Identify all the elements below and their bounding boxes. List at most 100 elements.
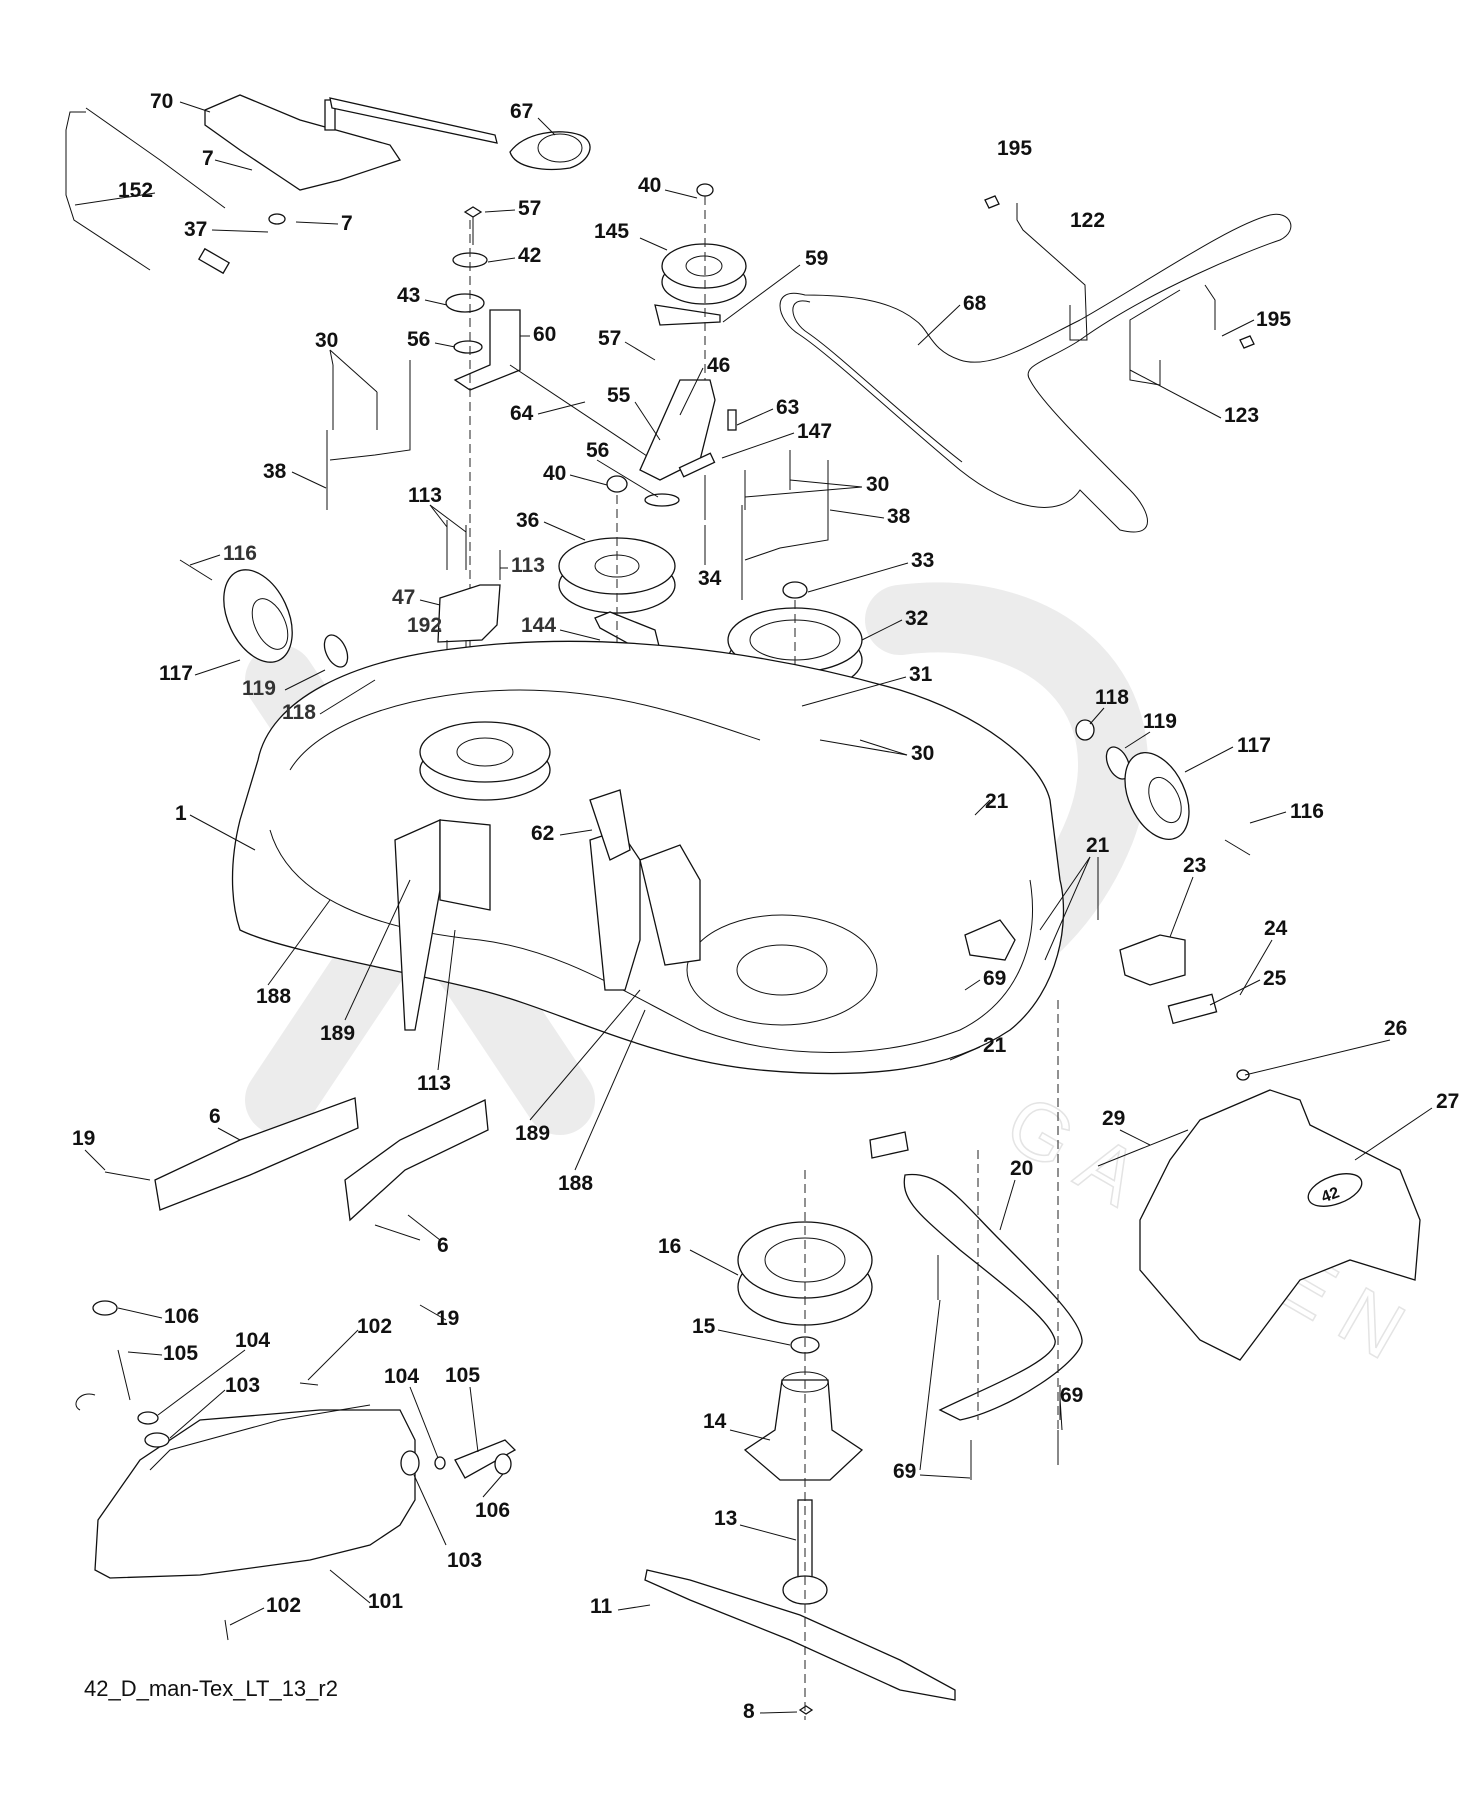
- part-label-31: 31: [909, 663, 933, 686]
- part-label-38: 38: [887, 505, 911, 528]
- part-label-63: 63: [776, 396, 799, 419]
- part-label-145: 145: [594, 220, 629, 243]
- part-label-38: 38: [263, 460, 287, 483]
- mulch-cover-101: [94, 1409, 416, 1579]
- part-label-25: 25: [1263, 967, 1287, 990]
- part-label-59: 59: [805, 247, 828, 270]
- part-label-30: 30: [866, 473, 889, 496]
- part-label-105: 105: [445, 1364, 480, 1387]
- part-label-104: 104: [235, 1329, 270, 1352]
- bolt-116-b: [1224, 839, 1251, 856]
- part-label-102: 102: [357, 1315, 392, 1338]
- screw-102-a: [299, 1382, 319, 1386]
- spindle-housing-14: [743, 1379, 864, 1481]
- washer-37: [268, 213, 286, 225]
- cable-spring: [197, 247, 231, 275]
- part-label-189: 189: [320, 1022, 355, 1045]
- part-label-195: 195: [1256, 308, 1291, 331]
- part-label-42: 42: [518, 244, 541, 267]
- part-label-21: 21: [1086, 834, 1110, 857]
- part-label-68: 68: [963, 292, 987, 315]
- part-label-19: 19: [72, 1127, 95, 1150]
- bracket-63: [727, 409, 737, 431]
- part-label-21: 21: [983, 1034, 1007, 1057]
- bracket-70: [204, 94, 402, 191]
- part-label-113: 113: [417, 1072, 451, 1095]
- nut-118-b: [1075, 719, 1095, 741]
- idler-pulley-36: [558, 475, 680, 1000]
- part-label-1: 1: [175, 802, 187, 825]
- part-label-16: 16: [658, 1235, 681, 1258]
- part-label-117: 117: [159, 662, 193, 685]
- part-label-19: 19: [436, 1307, 459, 1330]
- belt-guard-59: [654, 304, 721, 326]
- part-label-113: 113: [511, 554, 545, 577]
- part-label-57: 57: [518, 197, 541, 220]
- deck-support-brackets: [104, 1097, 489, 1241]
- part-label-70: 70: [150, 90, 173, 113]
- bracket-23: [1119, 934, 1186, 986]
- part-label-20: 20: [1010, 1157, 1033, 1180]
- screw-57: [463, 206, 483, 218]
- washer-26: [1236, 1069, 1250, 1081]
- part-label-13: 13: [714, 1507, 737, 1530]
- part-label-188: 188: [256, 985, 291, 1008]
- gauge-wheel-left: [179, 559, 391, 688]
- part-label-188: 188: [558, 1172, 593, 1195]
- spring-43: [445, 293, 485, 313]
- part-label-60: 60: [533, 323, 556, 346]
- part-label-116: 116: [223, 542, 257, 565]
- spring-25: [1167, 993, 1218, 1025]
- part-label-122: 122: [1070, 209, 1105, 232]
- part-label-6: 6: [209, 1105, 221, 1128]
- nut-40: [696, 183, 714, 197]
- idler-pulley-145: [654, 183, 747, 420]
- bracket-62: [589, 789, 631, 861]
- spring-147: [678, 452, 716, 478]
- mulch-cover-assembly: [75, 1300, 517, 1641]
- deck-bracket-left: [394, 818, 441, 1031]
- part-label-117: 117: [1237, 734, 1271, 757]
- part-label-57: 57: [598, 327, 621, 350]
- part-label-40: 40: [543, 462, 566, 485]
- screw-195-b: [1239, 335, 1255, 349]
- part-label-6: 6: [437, 1234, 449, 1257]
- part-label-34: 34: [698, 567, 722, 590]
- bracket-47: [437, 584, 501, 643]
- nut-106-b: [494, 1453, 512, 1475]
- part-label-118: 118: [1095, 686, 1129, 709]
- part-label-123: 123: [1224, 404, 1259, 427]
- deck-arm-20: [903, 1173, 1083, 1421]
- part-label-40: 40: [638, 174, 661, 197]
- bracket-6-b: [344, 1099, 489, 1222]
- lift-lever-rod: [329, 97, 498, 144]
- part-label-37: 37: [184, 218, 207, 241]
- nut-33: [782, 581, 808, 599]
- part-label-33: 33: [911, 549, 934, 572]
- part-label-69: 69: [1060, 1384, 1083, 1407]
- washer-104-b: [434, 1456, 446, 1470]
- blade-bolt-8: [798, 1705, 814, 1715]
- cable-152: [65, 111, 151, 271]
- lift-control-assembly: [65, 94, 591, 275]
- part-label-101: 101: [368, 1590, 403, 1613]
- gauge-wheel-right: [1075, 719, 1251, 856]
- idler-arm-assembly: [639, 379, 737, 520]
- part-label-104: 104: [384, 1365, 419, 1388]
- part-label-69: 69: [893, 1460, 916, 1483]
- part-label-30: 30: [315, 329, 338, 352]
- rod-64: [509, 364, 666, 469]
- washer-56-b: [644, 493, 680, 507]
- part-label-69: 69: [983, 967, 1006, 990]
- bolt-19-a: [104, 1171, 151, 1181]
- part-label-106: 106: [164, 1305, 199, 1328]
- part-label-24: 24: [1264, 917, 1288, 940]
- nut-40-b: [606, 475, 628, 493]
- belt-keeper-122: [1016, 203, 1088, 341]
- part-label-103: 103: [447, 1549, 482, 1572]
- part-label-103: 103: [225, 1374, 260, 1397]
- part-label-56: 56: [586, 439, 609, 462]
- part-label-113: 113: [408, 484, 442, 507]
- part-label-102: 102: [266, 1594, 301, 1617]
